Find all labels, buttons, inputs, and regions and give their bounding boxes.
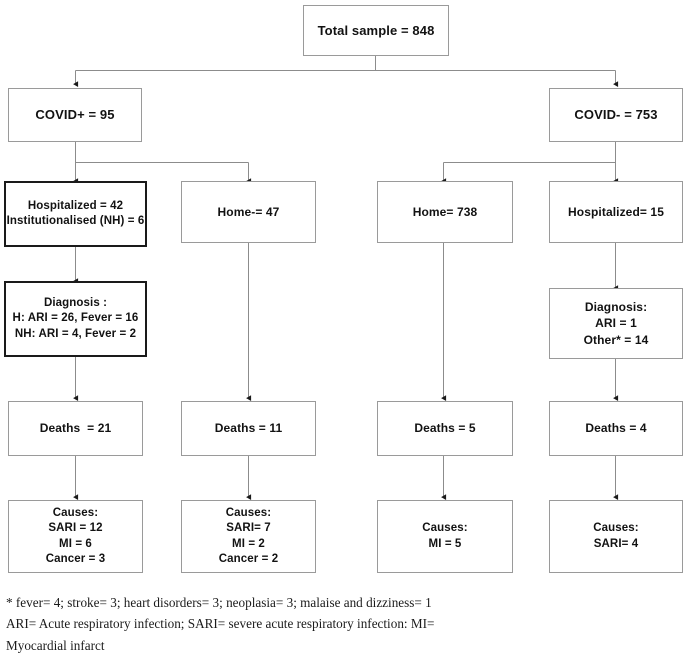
footnote-line-1: * fever= 4; stroke= 3; heart disorders= …: [6, 595, 432, 610]
node-negative-home[interactable]: Home= 738: [377, 181, 513, 243]
node-positive-hospitalized-line1: Hospitalized = 42: [27, 199, 124, 212]
node-negative-diagnosis-line1: Diagnosis:: [584, 300, 648, 315]
node-positive-home-label: Home-= 47: [217, 204, 280, 219]
node-causes-positive-home-line2: SARI= 7: [226, 522, 271, 535]
node-deaths-positive-hospitalized[interactable]: Deaths = 21: [8, 401, 143, 456]
node-positive-diagnosis-line1: Diagnosis :: [43, 296, 108, 309]
node-causes-negative-hospitalized-line1: Causes:: [593, 522, 639, 535]
node-causes-positive-home-line1: Causes:: [225, 506, 272, 519]
node-deaths-negative-hospitalized[interactable]: Deaths = 4: [549, 401, 683, 456]
node-causes-positive-hospitalized[interactable]: Causes: SARI = 12 MI = 6 Cancer = 3: [8, 500, 143, 573]
node-deaths-positive-home-label: Deaths = 11: [214, 421, 283, 436]
node-deaths-negative-home-label: Deaths = 5: [414, 421, 476, 436]
node-causes-positive-home-line3: MI = 2: [232, 537, 265, 550]
node-negative-diagnosis-line3: Other* = 14: [583, 332, 649, 347]
node-causes-negative-home-line1: Causes:: [422, 522, 468, 535]
node-deaths-positive-hospitalized-label: Deaths = 21: [39, 421, 112, 436]
node-causes-negative-hospitalized[interactable]: Causes: SARI= 4: [549, 500, 683, 573]
node-causes-positive-hospitalized-line1: Causes:: [52, 506, 99, 519]
node-deaths-positive-home[interactable]: Deaths = 11: [181, 401, 316, 456]
node-positive-hospitalized[interactable]: Hospitalized = 42 Institutionalised (NH)…: [4, 181, 147, 247]
node-negative-hospitalized[interactable]: Hospitalized= 15: [549, 181, 683, 243]
node-negative-diagnosis-line2: ARI = 1: [595, 316, 637, 331]
node-causes-positive-hospitalized-line3: MI = 6: [59, 537, 92, 550]
node-positive-hospitalized-line2: Institutionalised (NH) = 6: [6, 215, 145, 227]
node-causes-negative-hospitalized-line2: SARI= 4: [593, 537, 639, 550]
node-negative-home-label: Home= 738: [412, 204, 478, 219]
node-total-sample-label: Total sample = 848: [317, 22, 435, 38]
node-covid-negative[interactable]: COVID- = 753: [549, 88, 683, 142]
footnote-line-3: Myocardial infarct: [6, 637, 105, 653]
node-positive-diagnosis[interactable]: Diagnosis : H: ARI = 26, Fever = 16 NH: …: [4, 281, 147, 357]
node-causes-positive-hospitalized-line2: SARI = 12: [48, 522, 103, 535]
node-total-sample[interactable]: Total sample = 848: [303, 5, 449, 56]
node-negative-diagnosis[interactable]: Diagnosis: ARI = 1 Other* = 14: [549, 288, 683, 359]
footnote-block: * fever= 4; stroke= 3; heart disorders= …: [6, 592, 666, 656]
node-negative-hospitalized-label: Hospitalized= 15: [568, 204, 664, 219]
node-causes-positive-hospitalized-line4: Cancer = 3: [45, 552, 106, 565]
node-covid-positive-label: COVID+ = 95: [35, 107, 115, 123]
node-deaths-negative-hospitalized-label: Deaths = 4: [585, 421, 647, 436]
node-causes-negative-home-line2: MI = 5: [428, 537, 462, 550]
node-positive-diagnosis-line2: H: ARI = 26, Fever = 16: [12, 312, 139, 325]
node-causes-positive-home[interactable]: Causes: SARI= 7 MI = 2 Cancer = 2: [181, 500, 316, 573]
footnote-line-2: ARI= Acute respiratory infection; SARI= …: [6, 616, 435, 632]
node-causes-negative-home[interactable]: Causes: MI = 5: [377, 500, 513, 573]
node-deaths-negative-home[interactable]: Deaths = 5: [377, 401, 513, 456]
node-covid-negative-label: COVID- = 753: [574, 107, 658, 123]
node-positive-home[interactable]: Home-= 47: [181, 181, 316, 243]
node-causes-positive-home-line4: Cancer = 2: [218, 552, 279, 565]
node-covid-positive[interactable]: COVID+ = 95: [8, 88, 142, 142]
node-positive-diagnosis-line3: NH: ARI = 4, Fever = 2: [14, 327, 137, 340]
